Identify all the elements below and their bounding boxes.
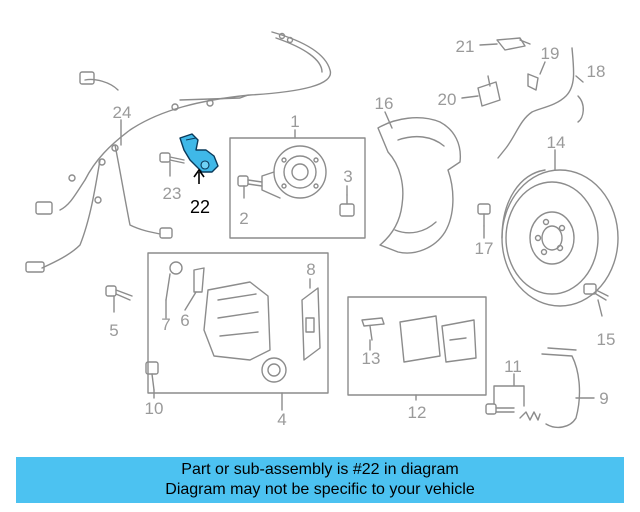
callout-13: 13 [362, 349, 381, 368]
callout-7: 7 [161, 315, 170, 334]
callout-18: 18 [587, 62, 606, 81]
spring-clip-part-9 [541, 347, 581, 429]
bolt-and-spring-part-11 [485, 403, 541, 421]
hub-bearing-box-part-1 [229, 137, 366, 239]
banner-line-1: Part or sub-assembly is #22 in diagram [181, 461, 459, 478]
bolt-part-5 [105, 285, 133, 301]
bracket-part-21 [496, 37, 531, 51]
caliper-box-part-4 [147, 252, 329, 394]
splash-shield-part-16 [377, 117, 462, 254]
callout-8: 8 [306, 260, 315, 279]
guide-pin-part-7 [165, 261, 183, 301]
leader-lines [113, 43, 603, 411]
clip-part-19 [527, 73, 539, 91]
callout-1: 1 [290, 112, 299, 131]
pad-set-box-part-12 [347, 296, 487, 396]
wear-sensor-part-13 [361, 317, 385, 341]
callout-24: 24 [113, 103, 132, 122]
abs-speed-sensor-part-22 [179, 133, 219, 184]
callout-16: 16 [375, 94, 394, 113]
banner-line-2: Diagram may not be specific to your vehi… [165, 481, 475, 498]
callout-21: 21 [456, 37, 475, 56]
callout-4: 4 [277, 410, 286, 429]
callout-15: 15 [597, 330, 616, 349]
brake-pad-part-8 [301, 287, 321, 361]
callout-2: 2 [239, 209, 248, 228]
callout-22: 22 [190, 197, 210, 217]
callout-3: 3 [343, 167, 352, 186]
callout-11: 11 [504, 357, 522, 376]
wiring-harness-part-24 [25, 31, 332, 273]
sensor-line-part-18 [497, 47, 584, 159]
bolt-part-15 [583, 283, 609, 301]
callout-14: 14 [547, 133, 566, 152]
callout-20: 20 [438, 90, 457, 109]
callout-9: 9 [599, 389, 608, 408]
nut-part-3 [339, 194, 355, 217]
info-banner: Part or sub-assembly is #22 in diagram D… [16, 457, 624, 503]
callout-10: 10 [145, 399, 164, 418]
parts-diagram: 1 2 3 4 5 6 7 8 9 10 11 12 13 14 15 16 1… [25, 31, 619, 429]
callout-5: 5 [109, 321, 118, 340]
callout-12: 12 [408, 403, 427, 422]
callout-23: 23 [163, 184, 182, 203]
callout-19: 19 [541, 44, 560, 63]
callout-17: 17 [475, 239, 494, 258]
callout-6: 6 [180, 311, 189, 330]
brake-rotor-part-14 [501, 169, 619, 307]
bolt-part-23 [159, 152, 185, 164]
bolt-part-2 [237, 175, 263, 187]
bolt-part-17 [477, 203, 491, 227]
bolt-part-10 [145, 361, 159, 391]
holder-part-20 [477, 75, 501, 107]
sleeve-part-6 [193, 267, 205, 293]
